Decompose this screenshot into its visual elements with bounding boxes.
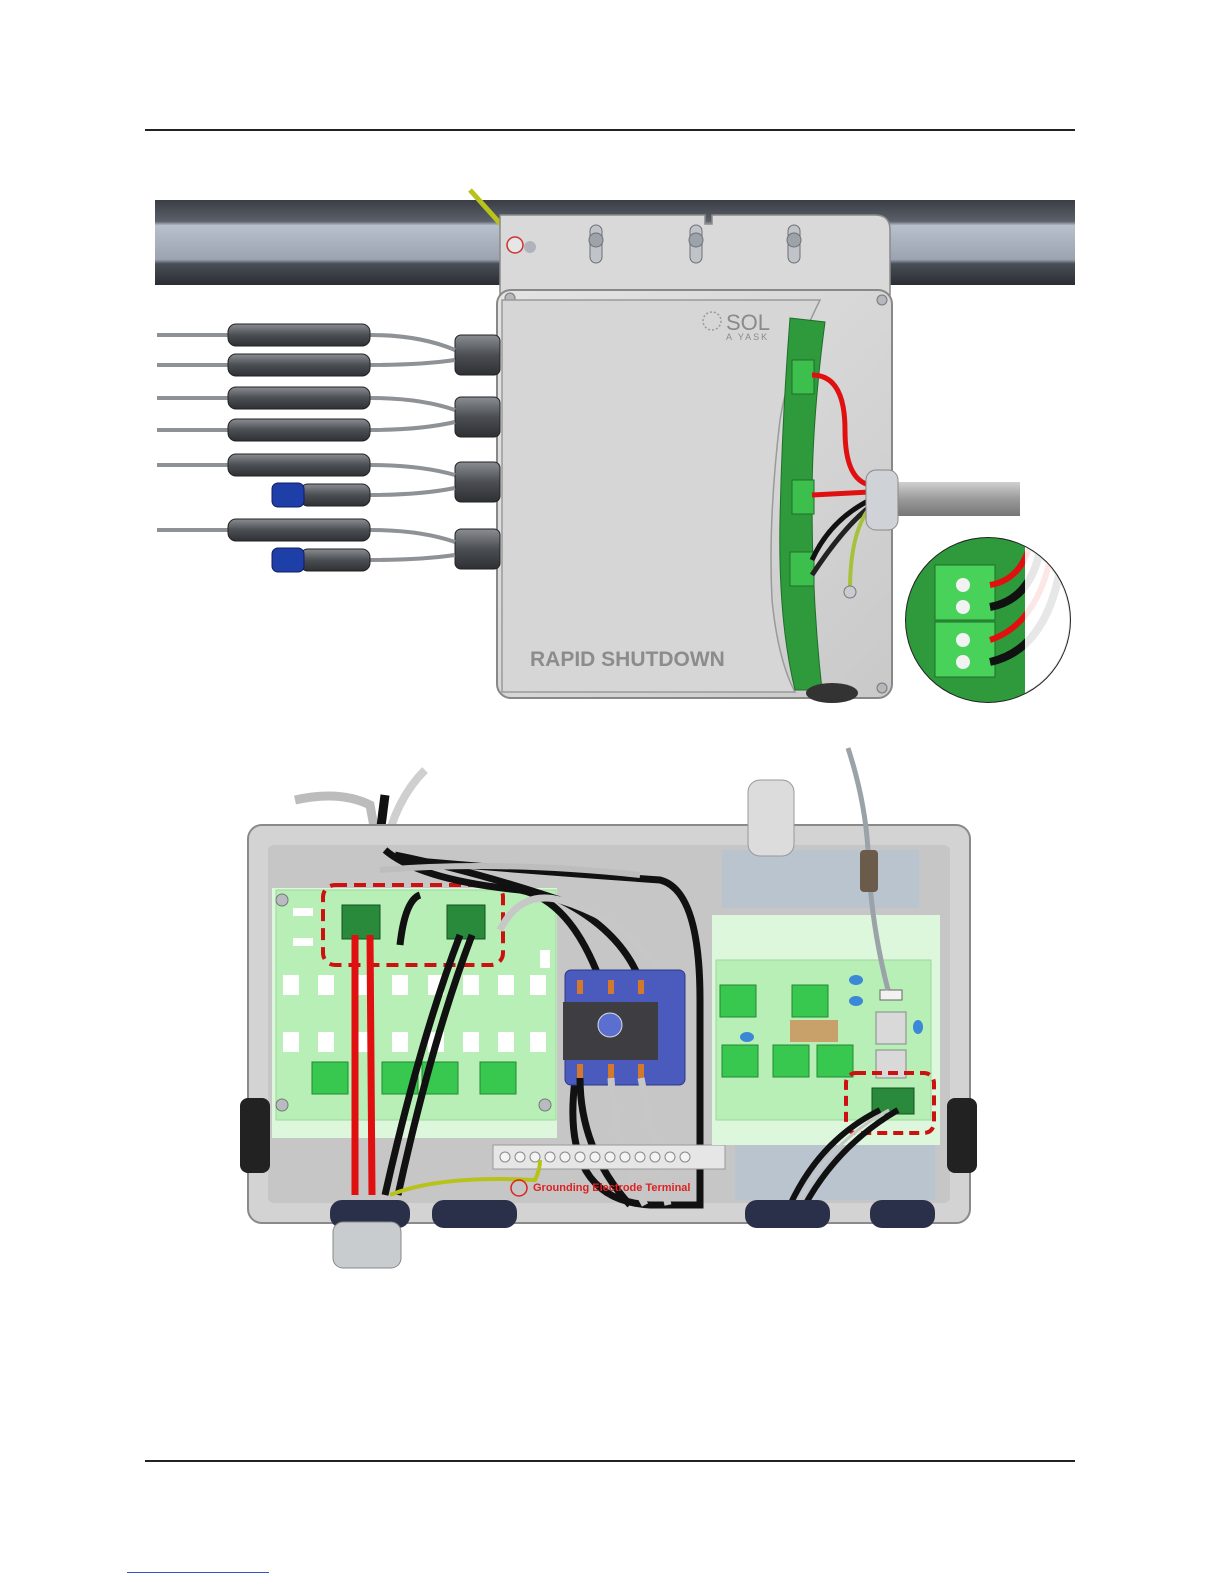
red-wire — [812, 492, 870, 495]
side-hinge-icon — [240, 1098, 270, 1173]
red-wire — [370, 935, 372, 1195]
terminal-zoom-inset — [905, 538, 1070, 708]
rapid-shutdown-interior-wiring-illustration: Grounding Electrode Terminal — [240, 748, 977, 1268]
bottom-right-cover-plate — [735, 1145, 935, 1200]
comm-connector-icon — [880, 990, 902, 1000]
top-right-cover-plate — [722, 850, 919, 908]
cable-gland-icon — [866, 470, 898, 530]
bolt-icon — [844, 586, 856, 598]
logo-subtext: A YASK — [726, 332, 769, 342]
rj45-jack-icon — [876, 1012, 906, 1044]
enclosure-cover — [502, 300, 820, 692]
terminal-block-icon — [342, 905, 380, 939]
terminal-block-icon — [792, 480, 814, 514]
relay-component — [790, 1020, 838, 1042]
ferrite-core-icon — [860, 850, 878, 892]
ground-terminal-label: Grounding Electrode Terminal — [533, 1182, 690, 1194]
input-cable-glands — [455, 335, 500, 569]
conduit-fitting-icon — [333, 1222, 401, 1268]
bolt-icon — [524, 241, 536, 253]
switch-knob-icon — [598, 1013, 622, 1037]
mc4-connectors — [228, 324, 370, 571]
side-hinge-icon — [947, 1098, 977, 1173]
conduit-pipe — [895, 482, 1020, 516]
terminal-block-icon — [790, 552, 814, 586]
cable-gland-icon — [748, 780, 794, 856]
rapid-shutdown-mounting-illustration: SOL A YASK RAPID SHUTDOWN — [155, 190, 1075, 708]
bottom-gland-icon — [806, 683, 858, 703]
footer-link-underline — [127, 1572, 269, 1573]
enclosure-label: RAPID SHUTDOWN — [530, 648, 725, 671]
terminal-block-icon — [447, 905, 485, 939]
terminal-block-icon — [792, 360, 814, 394]
footer-rule — [145, 1460, 1075, 1462]
ground-screw-icon — [507, 237, 523, 253]
